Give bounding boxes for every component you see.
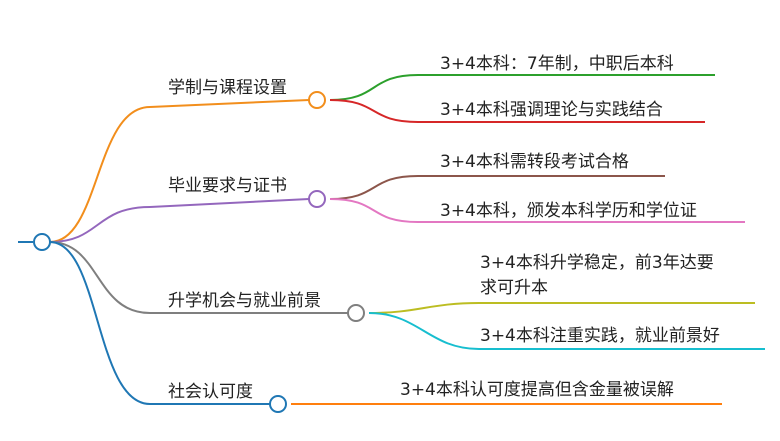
branch-node-curriculum[interactable] xyxy=(308,91,326,109)
leaf-connector-curriculum-2 xyxy=(329,99,705,123)
branch-label-prospects[interactable]: 升学机会与就业前景 xyxy=(168,291,321,311)
leaf-connector-prospects-2 xyxy=(368,312,765,350)
branch-underline-graduation xyxy=(149,198,310,208)
edges xyxy=(49,74,765,406)
leaf-label-recognition-1[interactable]: 3+4本科认可度提高但含金量被误解 xyxy=(400,380,674,400)
branch-node-recognition[interactable] xyxy=(269,395,287,413)
branch-connector-curriculum xyxy=(49,106,151,243)
leaf-label-prospects-2[interactable]: 3+4本科注重实践，就业前景好 xyxy=(480,326,720,346)
branch-underline-curriculum xyxy=(149,99,310,108)
branch-node-prospects[interactable] xyxy=(347,304,365,322)
branch-connector-recognition xyxy=(49,241,151,405)
branch-connector-graduation xyxy=(49,206,151,243)
leaf-connector-curriculum-1 xyxy=(329,74,715,101)
branch-connector-prospects xyxy=(49,241,151,314)
leaf-label-prospects-1-line-1[interactable]: 3+4本科升学稳定，前3年达要 xyxy=(480,253,714,273)
leaf-label-curriculum-2[interactable]: 3+4本科强调理论与实践结合 xyxy=(440,100,663,120)
branch-nodes xyxy=(269,91,365,413)
branch-label-curriculum[interactable]: 学制与课程设置 xyxy=(168,78,287,98)
leaf-label-graduation-2[interactable]: 3+4本科，颁发本科学历和学位证 xyxy=(440,201,697,221)
leaf-label-prospects-1-line-2[interactable]: 求可升本 xyxy=(480,278,548,298)
branch-node-graduation[interactable] xyxy=(308,190,326,208)
leaf-connector-graduation-1 xyxy=(329,175,665,200)
leaf-connector-graduation-2 xyxy=(329,198,745,223)
branch-label-recognition[interactable]: 社会认可度 xyxy=(168,382,253,402)
leaf-label-graduation-1[interactable]: 3+4本科需转段考试合格 xyxy=(440,152,629,172)
branch-label-graduation[interactable]: 毕业要求与证书 xyxy=(168,176,287,196)
leaf-label-curriculum-1[interactable]: 3+4本科：7年制，中职后本科 xyxy=(440,54,674,74)
root-node[interactable] xyxy=(33,233,51,251)
leaf-connector-prospects-1 xyxy=(368,302,755,314)
